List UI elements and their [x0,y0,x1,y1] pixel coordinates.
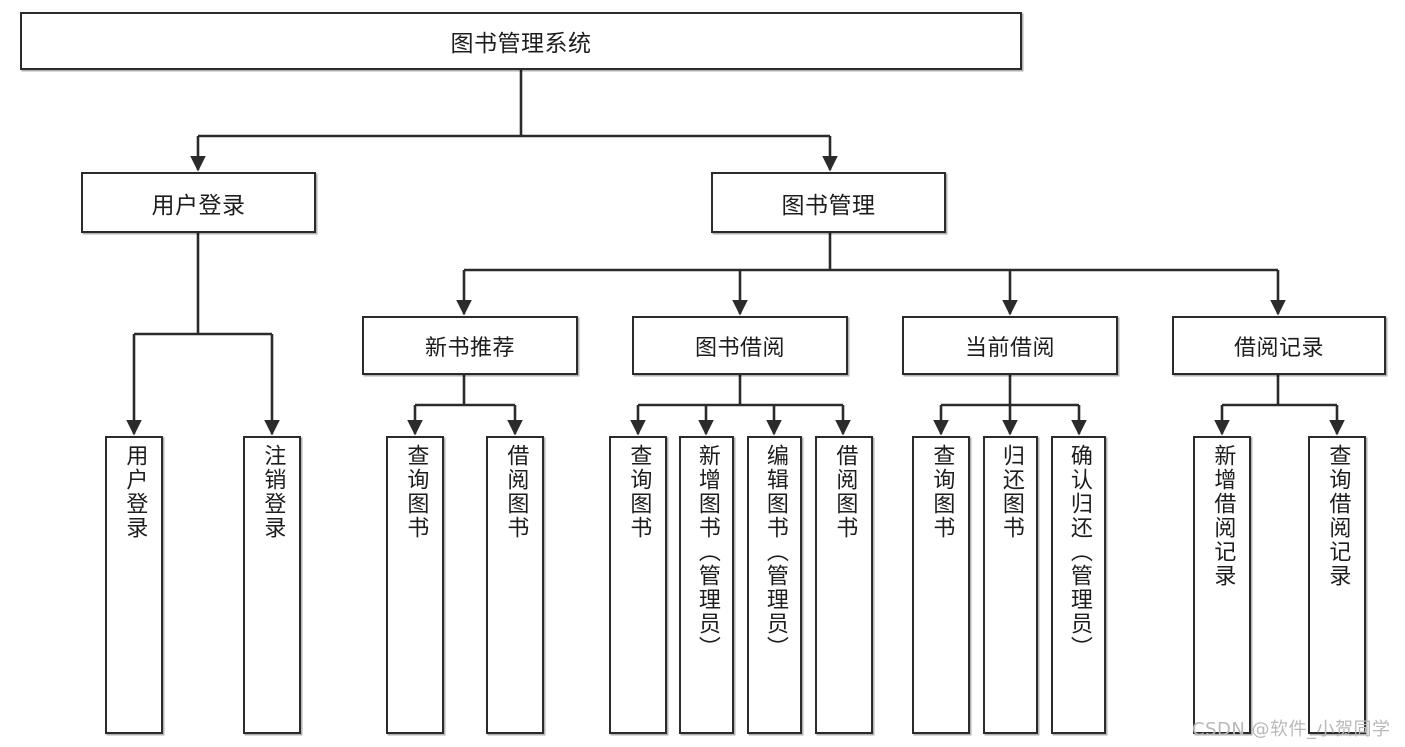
node-label: 当前借阅 [964,335,1055,361]
node-borrow-record[interactable]: 借阅记录 [1172,316,1386,375]
node-label: 图书管理 [781,192,876,219]
node-label: 新增借阅记录 [1210,444,1236,588]
node-book-borrow[interactable]: 图书借阅 [632,316,848,375]
node-label: 新增图书（管理员） [694,444,720,660]
node-label: 注销登录 [260,444,286,540]
node-label: 查询图书 [403,444,429,540]
node-label: 归还图书 [998,444,1024,540]
node-leaf-confirm-return-admin[interactable]: 确认归还（管理员） [1051,436,1106,734]
node-label: 用户登录 [151,192,246,219]
node-current-borrow[interactable]: 当前借阅 [902,316,1118,375]
node-label: 查询图书 [626,444,652,540]
node-leaf-query-borrow-record[interactable]: 查询借阅记录 [1308,436,1366,734]
node-leaf-query-book-recommend[interactable]: 查询图书 [386,436,444,734]
node-leaf-return-book[interactable]: 归还图书 [983,436,1038,734]
node-user-login[interactable]: 用户登录 [81,172,316,233]
node-new-book-recommend[interactable]: 新书推荐 [362,316,578,375]
node-label: 查询图书 [929,444,955,540]
node-label: 编辑图书（管理员） [762,444,788,660]
node-leaf-add-borrow-record[interactable]: 新增借阅记录 [1193,436,1251,734]
node-label: 新书推荐 [424,335,515,361]
node-label: 图书管理系统 [450,31,592,57]
node-label: 确认归还（管理员） [1066,444,1092,660]
node-label: 借阅图书 [503,444,529,540]
node-leaf-logout[interactable]: 注销登录 [243,436,301,734]
node-label: 借阅图书 [832,444,858,540]
node-label: 查询借阅记录 [1325,444,1351,588]
node-book-management[interactable]: 图书管理 [711,172,946,233]
node-leaf-query-book-borrow[interactable]: 查询图书 [609,436,667,734]
node-root-book-management-system[interactable]: 图书管理系统 [20,12,1022,70]
node-leaf-query-book-current[interactable]: 查询图书 [912,436,970,734]
csdn-watermark: CSDN @软件_小贺同学 [1192,719,1391,740]
node-leaf-borrow-book[interactable]: 借阅图书 [815,436,873,734]
node-label: 借阅记录 [1233,335,1324,361]
node-leaf-user-login[interactable]: 用户登录 [105,436,163,734]
node-leaf-borrow-book-recommend[interactable]: 借阅图书 [486,436,544,734]
node-label: 图书借阅 [694,335,785,361]
node-label: 用户登录 [122,444,148,540]
node-leaf-add-book-admin[interactable]: 新增图书（管理员） [679,436,734,734]
node-leaf-edit-book-admin[interactable]: 编辑图书（管理员） [747,436,802,734]
